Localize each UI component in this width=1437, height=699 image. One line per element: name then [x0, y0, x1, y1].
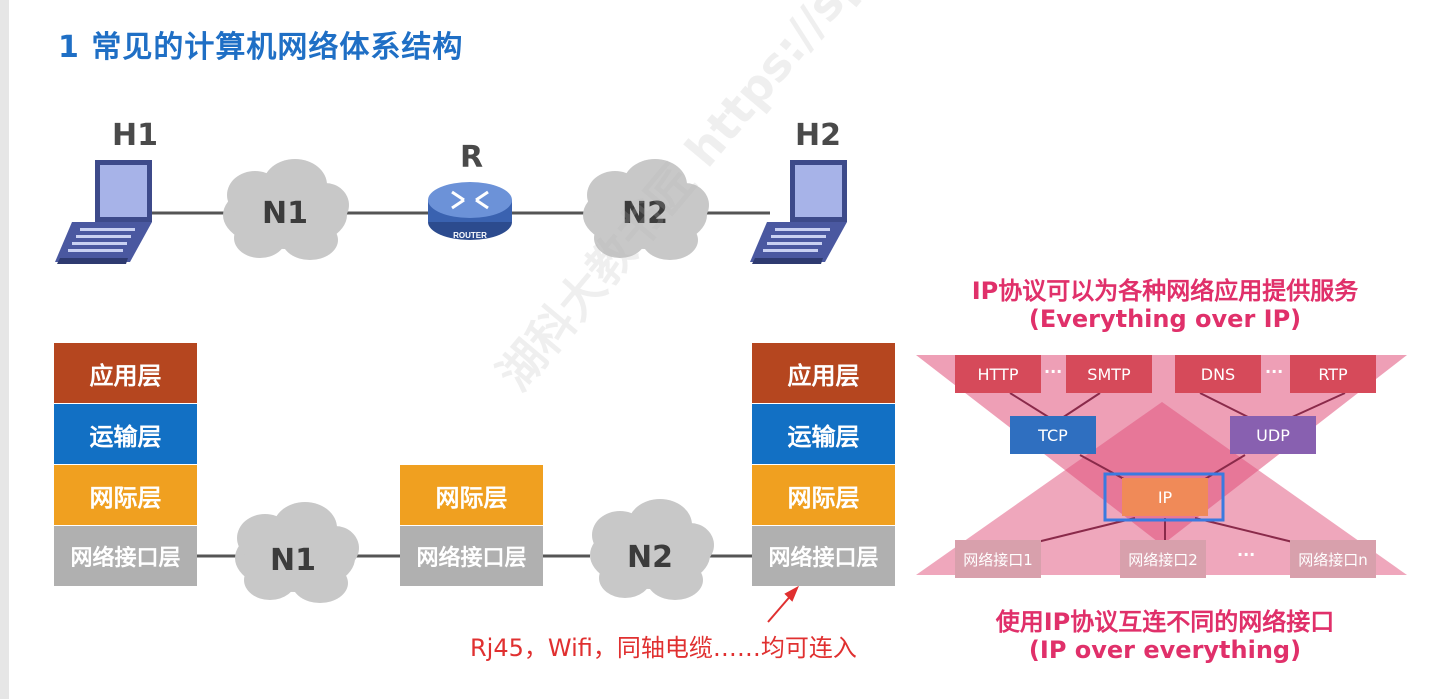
router-label: R	[460, 140, 484, 175]
router-text: ROUTER	[453, 231, 487, 240]
interface-1: 网络接口1	[955, 540, 1041, 578]
laptop-h2-icon	[750, 160, 847, 264]
note-arrow	[767, 585, 800, 623]
left-margin-bar	[0, 0, 9, 699]
hourglass-bottom-caption-1: 使用IP协议互连不同的网络接口	[995, 608, 1335, 636]
page-title: 1 常见的计算机网络体系结构	[58, 30, 464, 65]
right-internet-layer: 网际层	[752, 465, 895, 525]
proto-dns: DNS	[1175, 355, 1261, 393]
ip-highlight-box	[1103, 472, 1225, 522]
cloud-n2-top-label: N2	[622, 196, 668, 231]
cloud-n2-bottom	[590, 499, 714, 600]
app-ellipsis-1: ···	[1044, 362, 1063, 381]
hourglass-top-caption-2: (Everything over IP)	[1028, 305, 1302, 333]
left-link-layer: 网络接口层	[54, 526, 197, 586]
proto-rtp: RTP	[1290, 355, 1376, 393]
cloud-n1-bottom	[235, 502, 359, 603]
interface-2: 网络接口2	[1120, 540, 1206, 578]
cloud-n1-top-label: N1	[262, 196, 308, 231]
cloud-n1-top	[223, 159, 349, 260]
proto-smtp: SMTP	[1066, 355, 1152, 393]
left-transport-layer: 运输层	[54, 404, 197, 464]
right-transport-layer: 运输层	[752, 404, 895, 464]
router-icon: ROUTER	[428, 182, 512, 240]
hourglass-top-caption-1: IP协议可以为各种网络应用提供服务	[971, 277, 1359, 305]
cloud-n2-top	[583, 159, 709, 260]
proto-ip: IP	[1122, 478, 1208, 516]
cloud-n1-bottom-label: N1	[270, 543, 316, 578]
cloud-n2-bottom-label: N2	[627, 540, 673, 575]
proto-tcp: TCP	[1010, 416, 1096, 454]
interface-ellipsis: ···	[1237, 545, 1256, 564]
laptop-h1-icon	[55, 160, 152, 264]
right-link-layer: 网络接口层	[752, 526, 895, 586]
middle-link-layer: 网络接口层	[400, 526, 543, 586]
hourglass-bottom-caption-2: (IP over everything)	[1028, 636, 1302, 664]
left-internet-layer: 网际层	[54, 465, 197, 525]
connection-note: Rj45，Wifi，同轴电缆……均可连入	[470, 634, 857, 662]
right-application-layer: 应用层	[752, 343, 895, 403]
host-h2-label: H2	[795, 118, 841, 153]
proto-udp: UDP	[1230, 416, 1316, 454]
host-h1-label: H1	[112, 118, 158, 153]
left-application-layer: 应用层	[54, 343, 197, 403]
middle-internet-layer: 网际层	[400, 465, 543, 525]
app-ellipsis-2: ···	[1265, 362, 1284, 381]
interface-n: 网络接口n	[1290, 540, 1376, 578]
proto-http: HTTP	[955, 355, 1041, 393]
